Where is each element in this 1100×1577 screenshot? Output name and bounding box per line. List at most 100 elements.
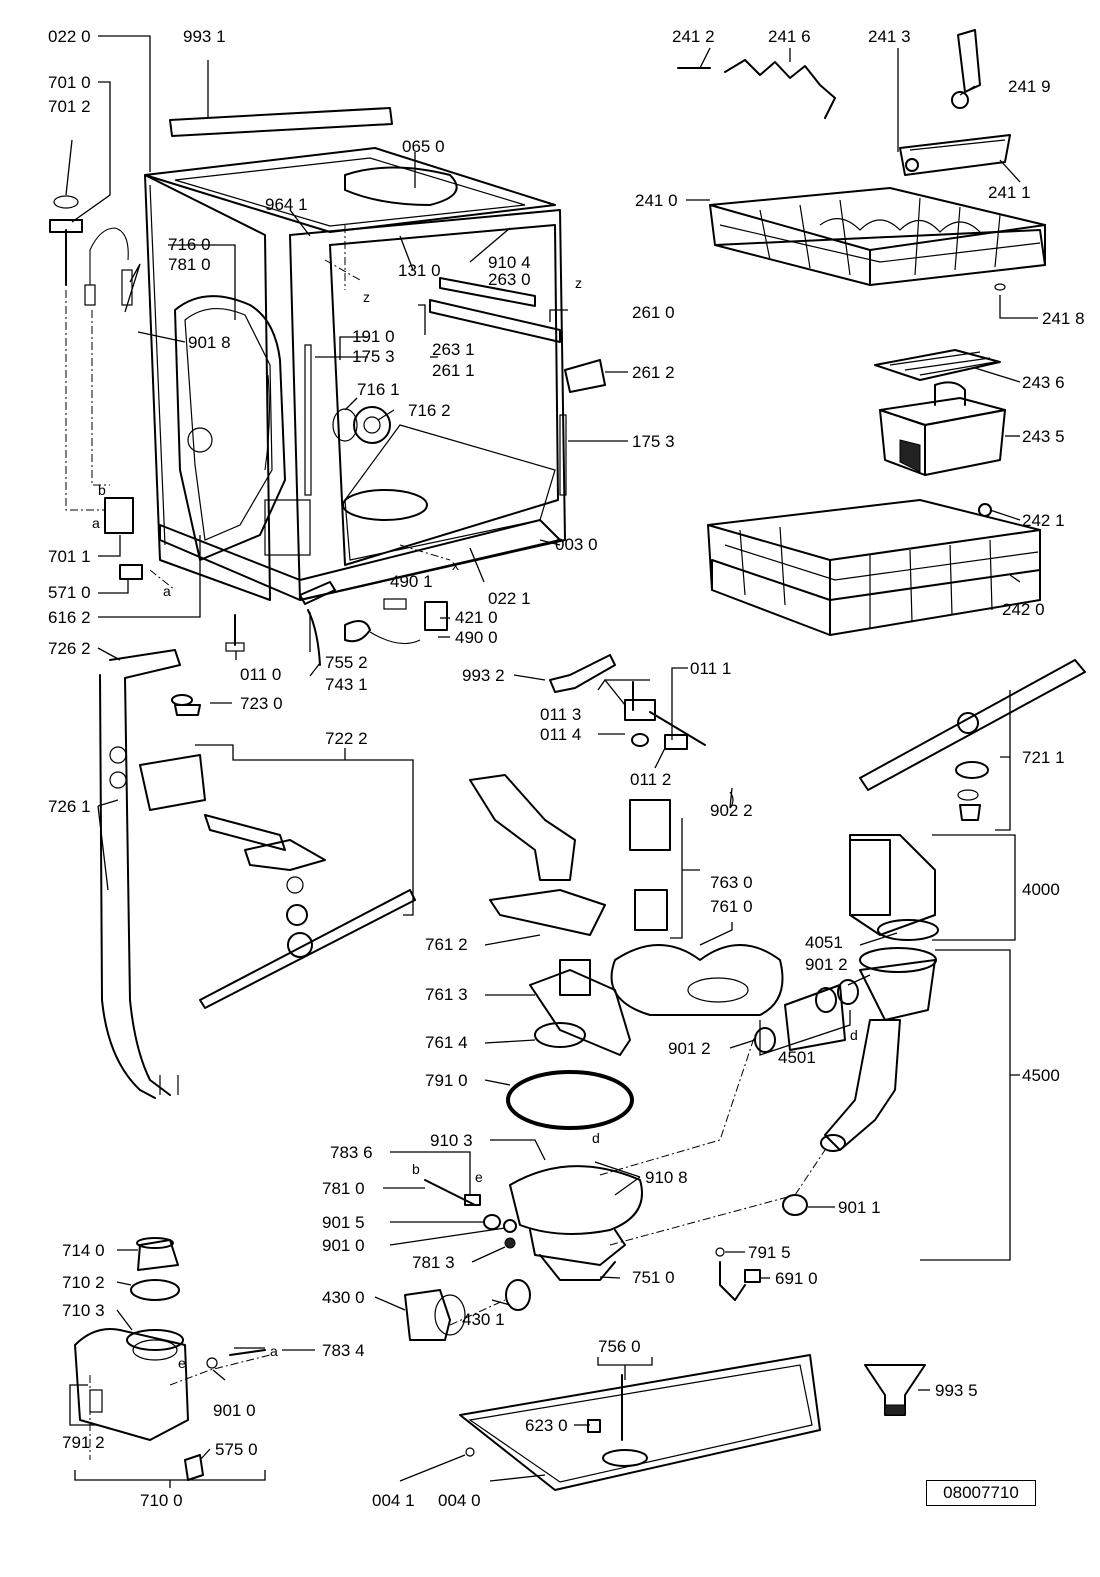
label-7011: 701 1 xyxy=(48,547,91,566)
label-2435: 243 5 xyxy=(1022,427,1065,446)
letter-a2: a xyxy=(163,583,171,599)
label-0114: 011 4 xyxy=(540,725,581,744)
lower-basket-assembly xyxy=(707,499,1041,636)
label-9641: 964 1 xyxy=(265,195,308,214)
label-0112: 011 2 xyxy=(630,770,671,789)
label-4051: 4051 xyxy=(805,933,843,952)
label-7161: 716 1 xyxy=(357,380,400,399)
label-5750: 575 0 xyxy=(215,1440,258,1459)
label-2420: 242 0 xyxy=(1002,600,1045,619)
label-7222: 722 2 xyxy=(325,729,368,748)
label-9012b: 901 2 xyxy=(668,1039,711,1058)
label-2419: 241 9 xyxy=(1008,77,1051,96)
label-2612: 261 2 xyxy=(632,363,675,382)
label-7552: 755 2 xyxy=(325,653,368,672)
label-9935: 993 5 xyxy=(935,1381,978,1400)
label-5710: 571 0 xyxy=(48,583,91,602)
label-4300: 430 0 xyxy=(322,1288,365,1307)
label-7630: 763 0 xyxy=(710,873,753,892)
label-7431: 743 1 xyxy=(325,675,368,694)
label-0221: 022 1 xyxy=(488,589,531,608)
label-9010a: 901 0 xyxy=(322,1236,365,1255)
label-7510: 751 0 xyxy=(632,1268,675,1287)
letter-z1: z xyxy=(363,289,370,305)
connector-lines xyxy=(89,225,826,1460)
label-0040: 004 0 xyxy=(438,1491,481,1510)
letter-d1: d xyxy=(850,1027,858,1043)
label-6910: 691 0 xyxy=(775,1269,818,1288)
label-7910: 791 0 xyxy=(425,1071,468,1090)
connection-letters: b a a z z x d d b e e a xyxy=(92,275,858,1371)
letter-b2: b xyxy=(412,1161,420,1177)
letter-a1: a xyxy=(92,515,100,531)
label-2611: 261 1 xyxy=(432,361,475,380)
label-0030: 003 0 xyxy=(555,535,598,554)
label-7813: 781 3 xyxy=(412,1253,455,1272)
label-7836: 783 6 xyxy=(330,1143,373,1162)
label-0041: 004 1 xyxy=(372,1491,415,1510)
leader-lines xyxy=(65,35,1038,1488)
letter-e1: e xyxy=(475,1169,483,1185)
label-0113: 011 3 xyxy=(540,705,581,724)
label-7140: 714 0 xyxy=(62,1241,105,1260)
label-4901: 490 1 xyxy=(390,572,433,591)
label-2436: 243 6 xyxy=(1022,373,1065,392)
label-1753a: 175 3 xyxy=(352,347,395,366)
label-2413: 241 3 xyxy=(868,27,911,46)
label-7610: 761 0 xyxy=(710,897,753,916)
label-7261: 726 1 xyxy=(48,797,91,816)
letter-z2: z xyxy=(575,275,582,291)
label-9103: 910 3 xyxy=(430,1131,473,1150)
label-7912: 791 2 xyxy=(62,1433,105,1452)
label-2416: 241 6 xyxy=(768,27,811,46)
label-1310: 131 0 xyxy=(398,261,441,280)
label-0111: 011 1 xyxy=(690,659,731,678)
label-0220: 022 0 xyxy=(48,27,91,46)
label-7012: 701 2 xyxy=(48,97,91,116)
label-4500: 4500 xyxy=(1022,1066,1060,1085)
label-2421: 242 1 xyxy=(1022,511,1065,530)
label-9932: 993 2 xyxy=(462,666,505,685)
label-2631: 263 1 xyxy=(432,340,475,359)
label-4501: 4501 xyxy=(778,1048,816,1067)
label-4000: 4000 xyxy=(1022,880,1060,899)
label-7102: 710 2 xyxy=(62,1273,105,1292)
letter-b1: b xyxy=(98,482,106,498)
label-9010b: 901 0 xyxy=(213,1401,256,1420)
label-7915: 791 5 xyxy=(748,1243,791,1262)
label-7612: 761 2 xyxy=(425,935,468,954)
label-6162: 616 2 xyxy=(48,608,91,627)
label-7162: 716 2 xyxy=(408,401,451,420)
label-2412: 241 2 xyxy=(672,27,715,46)
label-7810: 781 0 xyxy=(168,255,211,274)
label-0650: 065 0 xyxy=(402,137,445,156)
label-2610: 261 0 xyxy=(632,303,675,322)
letter-d2: d xyxy=(592,1130,600,1146)
label-9018: 901 8 xyxy=(188,333,231,352)
upper-basket-assembly xyxy=(677,29,1046,291)
label-7160: 716 0 xyxy=(168,235,211,254)
label-1753b: 175 3 xyxy=(632,432,675,451)
spray-system xyxy=(99,649,1086,1099)
label-9012a: 901 2 xyxy=(805,955,848,974)
letter-x1: x xyxy=(452,557,459,573)
label-2630: 263 0 xyxy=(488,270,531,289)
part-labels: 022 0 993 1 701 0 701 2 065 0 964 1 716 … xyxy=(48,27,1085,1510)
label-9011: 901 1 xyxy=(838,1198,881,1217)
base-plate-assembly xyxy=(459,1354,821,1491)
label-4210: 421 0 xyxy=(455,608,498,627)
label-2411: 241 1 xyxy=(988,183,1031,202)
label-7834: 783 4 xyxy=(322,1341,365,1360)
label-7010: 701 0 xyxy=(48,73,91,92)
label-2410: 241 0 xyxy=(635,191,678,210)
label-7100: 710 0 xyxy=(140,1491,183,1510)
cabinet-assembly xyxy=(49,107,606,666)
label-1910: 191 0 xyxy=(352,327,395,346)
label-9108: 910 8 xyxy=(645,1168,688,1187)
label-2418: 241 8 xyxy=(1042,309,1085,328)
cutlery-basket-assembly xyxy=(874,349,1006,476)
label-7262: 726 2 xyxy=(48,639,91,658)
label-9022: 902 2 xyxy=(710,801,753,820)
letter-a3: a xyxy=(270,1343,278,1359)
